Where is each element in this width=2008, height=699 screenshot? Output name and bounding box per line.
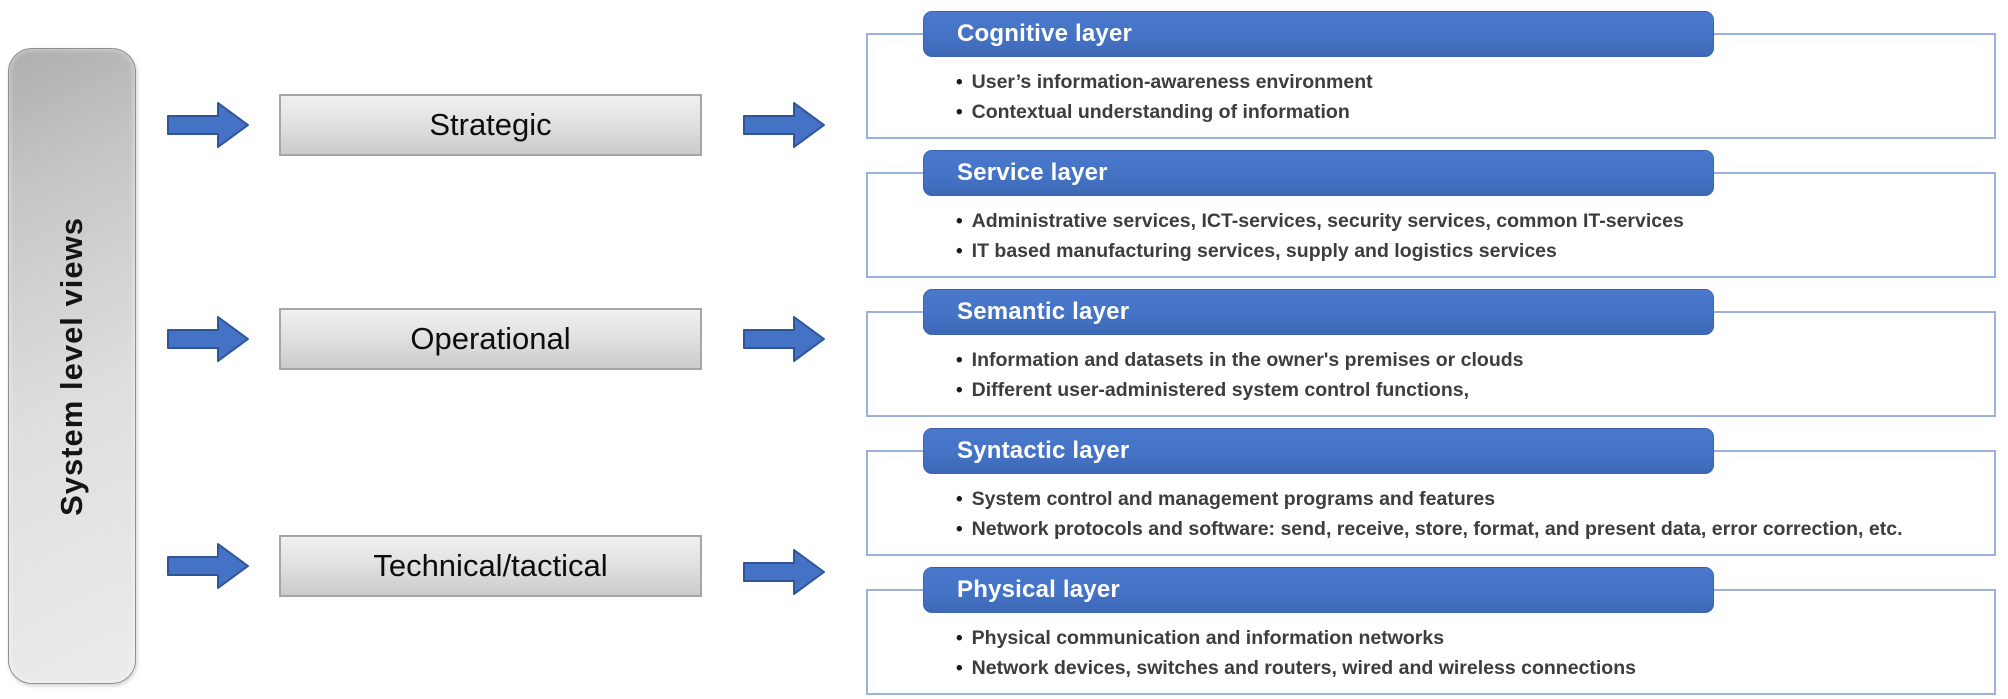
- bullet-text: Physical communication and information n…: [971, 627, 1445, 649]
- bullet-dot: •: [956, 211, 963, 232]
- bullet-dot: •: [956, 102, 963, 123]
- panel-bar-syntactic: Syntactic layer: [923, 428, 1714, 474]
- bullet-item: • System control and management programs…: [956, 484, 1966, 514]
- panel-bar-cognitive: Cognitive layer: [923, 11, 1714, 57]
- bullet-item: • User’s information-awareness environme…: [956, 67, 1966, 97]
- bullet-dot: •: [956, 519, 963, 540]
- right-arrow-icon: [167, 102, 249, 148]
- right-arrow-icon: [743, 316, 825, 362]
- bullet-item: • Network devices, switches and routers,…: [956, 653, 1966, 683]
- bullet-text: Different user-administered system contr…: [971, 379, 1470, 401]
- level-box-strategic: Strategic: [279, 94, 702, 156]
- panel-bullets-service: • Administrative services, ICT-services,…: [956, 206, 1966, 266]
- panel-bullets-cognitive: • User’s information-awareness environme…: [956, 67, 1966, 127]
- panel-title: Physical layer: [957, 576, 1120, 603]
- bullet-item: • Administrative services, ICT-services,…: [956, 206, 1966, 236]
- bullet-text: IT based manufacturing services, supply …: [971, 240, 1557, 262]
- panel-bar-semantic: Semantic layer: [923, 289, 1714, 335]
- panel-bullets-semantic: • Information and datasets in the owner'…: [956, 345, 1966, 405]
- panel-title: Semantic layer: [957, 298, 1130, 325]
- level-box-technical-tactical: Technical/tactical: [279, 535, 702, 597]
- bullet-text: Information and datasets in the owner's …: [971, 349, 1524, 371]
- bullet-dot: •: [956, 489, 963, 510]
- bullet-dot: •: [956, 628, 963, 649]
- bullet-dot: •: [956, 350, 963, 371]
- bullet-dot: •: [956, 658, 963, 679]
- bullet-dot: •: [956, 72, 963, 93]
- right-arrow-icon: [167, 543, 249, 589]
- panel-bullets-physical: • Physical communication and information…: [956, 623, 1966, 683]
- level-box-operational: Operational: [279, 308, 702, 370]
- panel-title: Syntactic layer: [957, 437, 1130, 464]
- panel-bar-service: Service layer: [923, 150, 1714, 196]
- bullet-item: • Network protocols and software: send, …: [956, 514, 1966, 544]
- bullet-text: Administrative services, ICT-services, s…: [971, 210, 1684, 232]
- bullet-item: • Physical communication and information…: [956, 623, 1966, 653]
- bullet-text: Network devices, switches and routers, w…: [971, 657, 1636, 679]
- sidebar-title: System level views: [54, 216, 89, 516]
- level-label: Technical/tactical: [373, 548, 608, 583]
- right-arrow-icon: [743, 549, 825, 595]
- level-label: Strategic: [429, 107, 552, 142]
- bullet-item: • IT based manufacturing services, suppl…: [956, 236, 1966, 266]
- bullet-dot: •: [956, 241, 963, 262]
- bullet-dot: •: [956, 380, 963, 401]
- bullet-item: • Different user-administered system con…: [956, 375, 1966, 405]
- panel-bar-physical: Physical layer: [923, 567, 1714, 613]
- panel-bullets-syntactic: • System control and management programs…: [956, 484, 1966, 544]
- sidebar-system-level-views: System level views: [8, 48, 136, 684]
- level-label: Operational: [410, 321, 571, 356]
- bullet-text: System control and management programs a…: [971, 488, 1496, 510]
- bullet-item: • Contextual understanding of informatio…: [956, 97, 1966, 127]
- right-arrow-icon: [167, 316, 249, 362]
- bullet-text: Contextual understanding of information: [971, 101, 1350, 123]
- right-arrow-icon: [743, 102, 825, 148]
- bullet-item: • Information and datasets in the owner'…: [956, 345, 1966, 375]
- panel-title: Service layer: [957, 159, 1108, 186]
- bullet-text: User’s information-awareness environment: [971, 71, 1373, 93]
- bullet-text: Network protocols and software: send, re…: [971, 518, 1903, 540]
- panel-title: Cognitive layer: [957, 20, 1133, 47]
